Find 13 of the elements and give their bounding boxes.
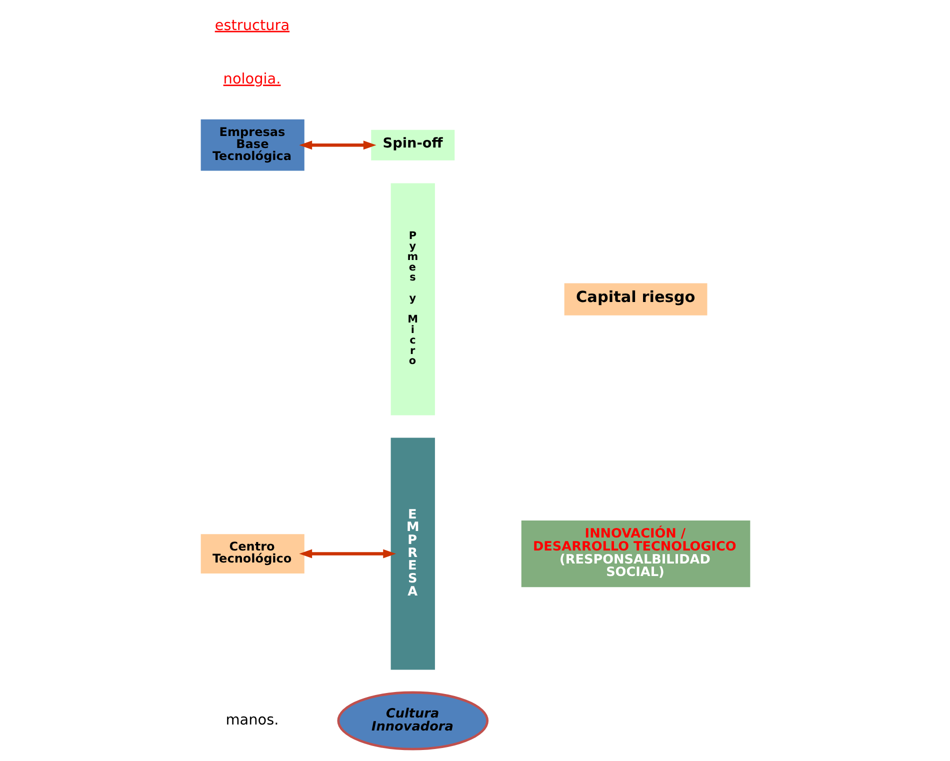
node-box: Empresas Base Tecnológica xyxy=(200,119,304,171)
arrow xyxy=(298,549,396,558)
label: estructura xyxy=(214,18,290,34)
node-box: Centro Tecnológico xyxy=(200,534,304,574)
node-box: EMPRESA xyxy=(390,438,434,670)
node-ellipse: Cultura Innovadora xyxy=(336,691,488,750)
label: manos. xyxy=(225,712,278,728)
arrow xyxy=(298,140,376,150)
node-box: INNOVACIÓN / DESARROLLO TECNOLOGICO (RESPONSALBILIDAD SOCIAL) xyxy=(520,520,750,588)
node-box: Capital riesgo xyxy=(564,283,707,316)
label: nologia. xyxy=(222,72,280,88)
node-box: Spin-off xyxy=(370,130,454,160)
node-box: Pymes y Micro xyxy=(390,183,434,416)
